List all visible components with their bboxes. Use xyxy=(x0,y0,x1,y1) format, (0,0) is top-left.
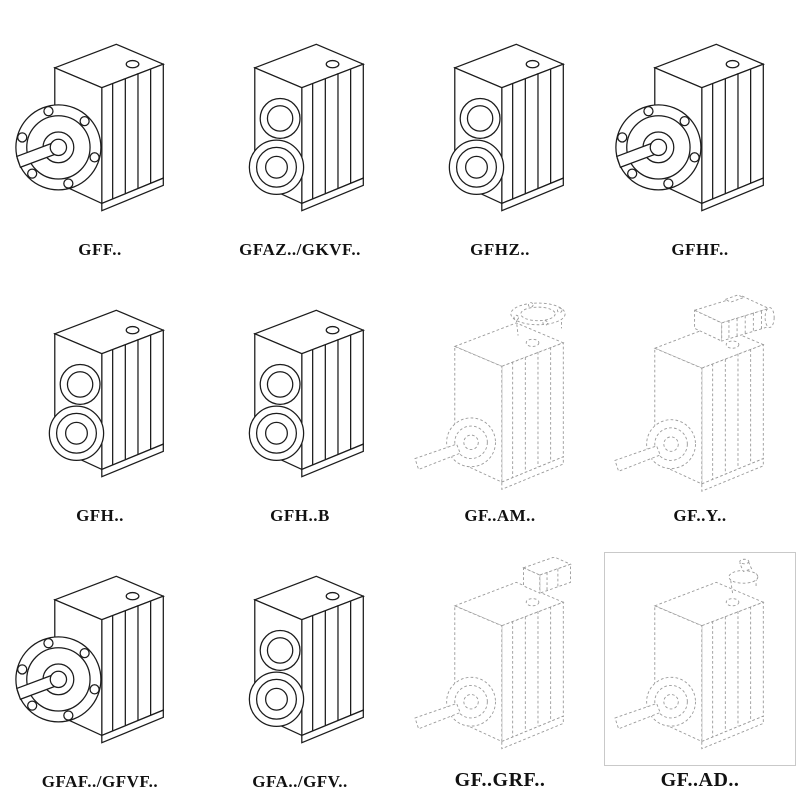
model-label: GFAF../GFVF.. xyxy=(41,772,159,791)
model-label: GF..Y.. xyxy=(673,506,727,525)
hollow-shaft-gearbox-drawing xyxy=(205,24,395,236)
hollow-shaft-gearbox-drawing xyxy=(5,290,195,502)
model-label: GF..GRF.. xyxy=(454,769,546,791)
catalog-cell: GFF.. xyxy=(0,0,200,266)
catalog-cell: GFH..B xyxy=(200,266,400,532)
catalog-cell: GF..GRF.. xyxy=(400,532,600,798)
hollow-shaft-gearbox-drawing xyxy=(405,24,595,236)
catalog-cell: GF..AM.. xyxy=(400,266,600,532)
catalog-cell: GFA../GFV.. xyxy=(200,532,400,798)
model-label: GF..AM.. xyxy=(464,506,536,525)
gearbox-with-adapter-block-drawing xyxy=(405,553,595,765)
model-label: GFH..B xyxy=(270,506,330,525)
flange-mount-gearbox-drawing xyxy=(5,24,195,236)
model-label: GFAZ../GKVF.. xyxy=(239,240,361,259)
catalog-cell: GF..AD.. xyxy=(600,532,800,798)
model-label: GF..AD.. xyxy=(660,769,740,791)
hollow-shaft-gearbox-drawing xyxy=(205,556,395,768)
catalog-cell: GF..Y.. xyxy=(600,266,800,532)
model-label: GFHZ.. xyxy=(470,240,530,259)
catalog-cell: GFHF.. xyxy=(600,0,800,266)
flange-mount-gearbox-drawing xyxy=(605,24,795,236)
hollow-shaft-gearbox-drawing xyxy=(205,290,395,502)
catalog-cell: GFAF../GFVF.. xyxy=(0,532,200,798)
model-label: GFA../GFV.. xyxy=(252,772,348,791)
catalog-cell: GFHZ.. xyxy=(400,0,600,266)
gearbox-with-motor-flange-drawing xyxy=(405,290,595,502)
model-label: GFHF.. xyxy=(671,240,729,259)
catalog-cell: GFAZ../GKVF.. xyxy=(200,0,400,266)
gearbox-with-input-shaft-adapter-drawing xyxy=(604,552,796,766)
catalog-cell: GFH.. xyxy=(0,266,200,532)
model-label: GFF.. xyxy=(78,240,122,259)
model-label: GFH.. xyxy=(76,506,124,525)
flange-mount-gearbox-drawing xyxy=(5,556,195,768)
gearbox-with-mounted-motor-drawing xyxy=(605,290,795,502)
